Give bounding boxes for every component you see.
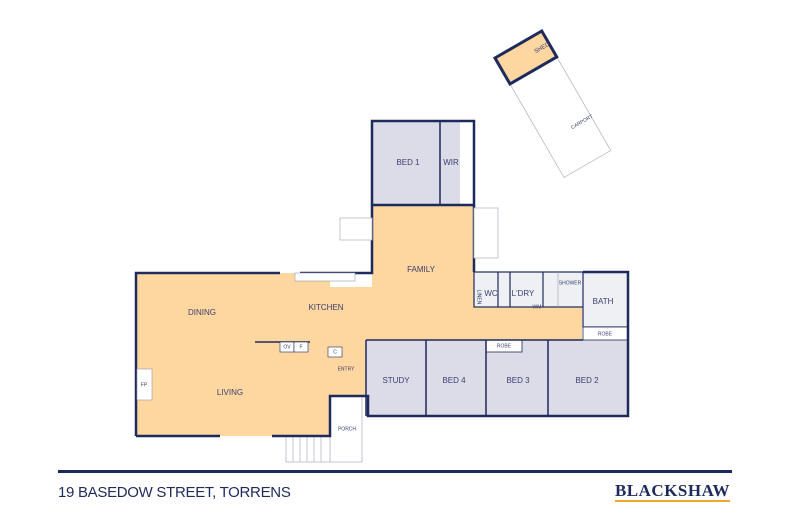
fridge-label: F (299, 344, 302, 350)
dining-label: DINING (188, 308, 216, 317)
oven-label: OV (283, 344, 291, 350)
cupboard-label: C (333, 349, 337, 355)
property-address: 19 BASEDOW STREET, TORRENS (58, 484, 291, 501)
shed (492, 28, 559, 87)
fridge (293, 341, 309, 353)
bed4-label: BED 4 (442, 376, 466, 385)
porch-label: PORCH (338, 426, 356, 432)
cupboard (327, 346, 343, 358)
footer-divider (58, 470, 732, 473)
bath-label: BATH (593, 297, 614, 306)
carport-shed-group (492, 28, 612, 179)
wc-label: WC (484, 289, 498, 298)
fireplace-label: FP (141, 382, 148, 388)
wir-area (440, 121, 460, 205)
agency-logo: BLACKSHAW (614, 481, 730, 502)
robe-bed2-label: ROBE (598, 331, 613, 337)
porch-steps (285, 435, 331, 463)
study-label: STUDY (382, 376, 410, 385)
bath-area (582, 271, 629, 328)
wir-label: WIR (443, 158, 459, 167)
bed2-label: BED 2 (575, 376, 599, 385)
kitchen-area (280, 287, 380, 342)
kitchen-label: KITCHEN (308, 303, 343, 312)
robe-bed3-label: ROBE (497, 343, 512, 349)
kitchen-bench (294, 272, 356, 282)
bed4-area (426, 340, 486, 416)
family-label: FAMILY (407, 265, 436, 274)
bed3-area (486, 340, 548, 416)
washing-machine-label: WM (533, 304, 542, 310)
study-area (366, 340, 426, 416)
laundry-label: L'DRY (512, 289, 535, 298)
fireplace (136, 368, 153, 401)
bed1-label: BED 1 (396, 158, 420, 167)
living-label: LIVING (217, 388, 243, 397)
bed1-wall (370, 119, 476, 207)
linen-label: LINEN (476, 290, 482, 305)
entry-label: ENTRY (338, 366, 356, 372)
porch (329, 395, 363, 463)
bed1-area (372, 121, 440, 205)
bed3-label: BED 3 (506, 376, 530, 385)
window-right-family (473, 207, 499, 259)
hallway (372, 307, 582, 340)
bed2-area (548, 340, 628, 416)
shower-label: SHOWER (559, 280, 582, 286)
window-left-family (339, 217, 373, 241)
